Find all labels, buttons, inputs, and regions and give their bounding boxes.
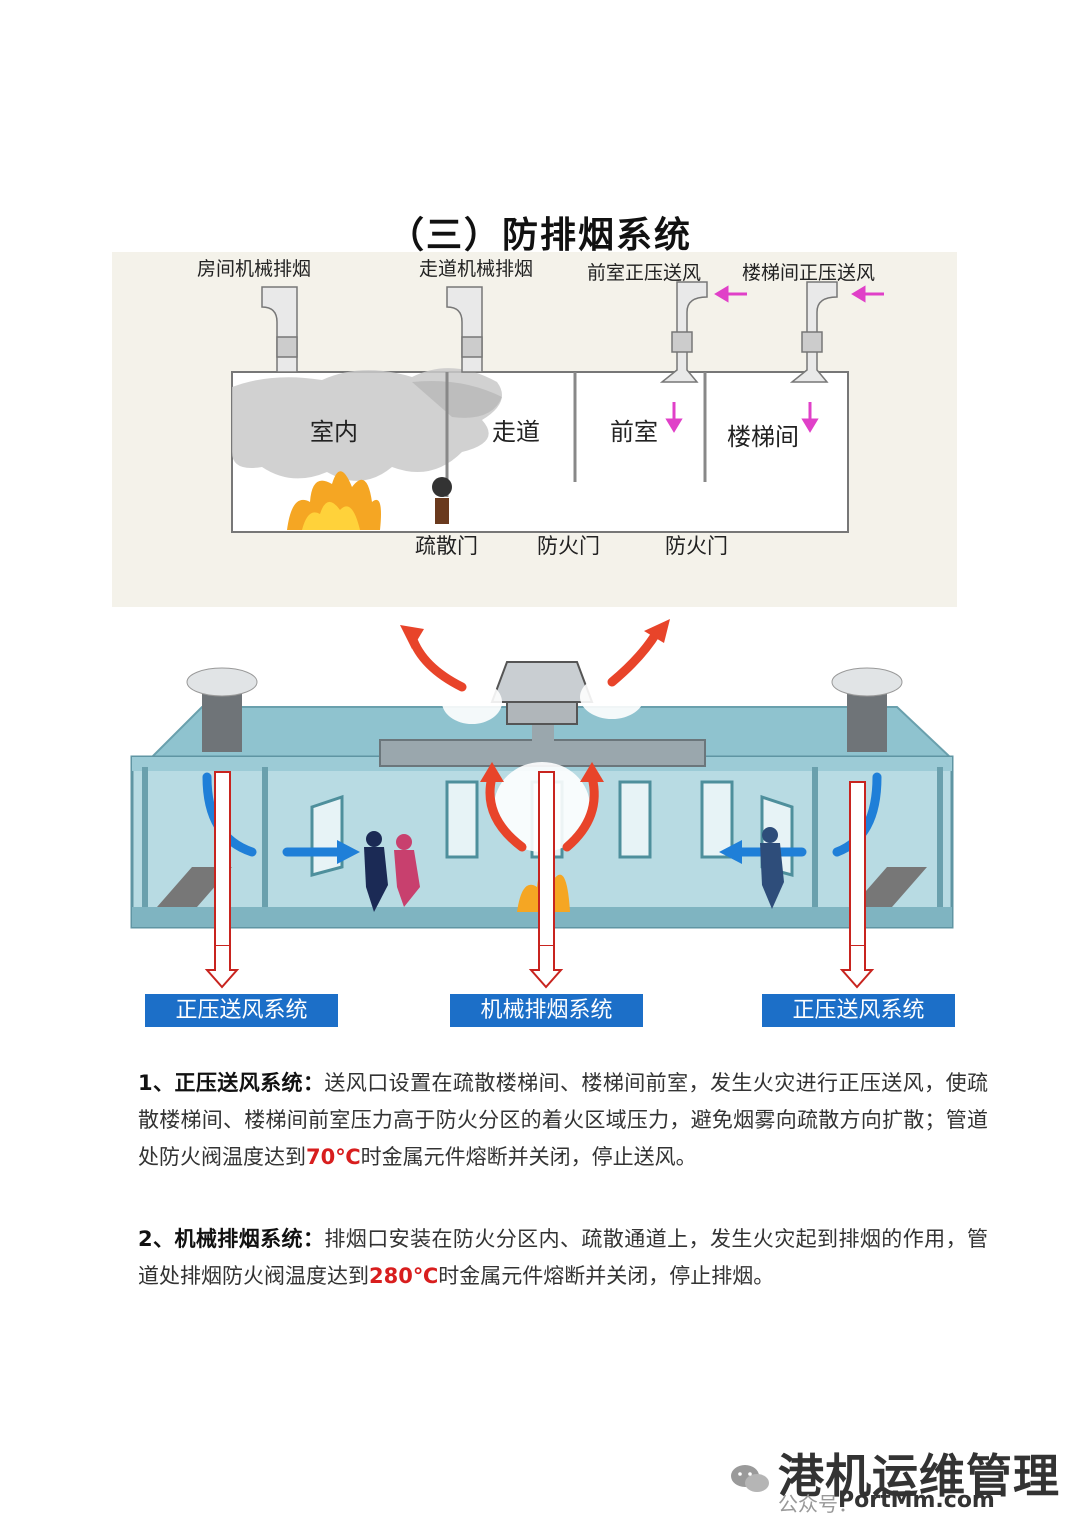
system-label-pressurization-right: 正压送风系统	[762, 994, 955, 1027]
paragraph-pressurization: 1、正压送风系统：送风口设置在疏散楼梯间、楼梯间前室，发生火灾进行正压送风，使疏…	[138, 1065, 988, 1176]
door-fire-1: 防火门	[537, 534, 600, 558]
smoke-control-schematic: 房间机械排烟 走道机械排烟 前室正压送风 楼梯间正压送风 室内 走道 前室 楼梯…	[112, 252, 957, 607]
footer-watermark: 港机运维管理 公众号： PortMm.com	[730, 1440, 1060, 1520]
paragraph-text: 送风口设置在疏散楼梯间、楼梯间前室，发生火灾进行正压送风，使疏散楼梯间、楼梯间前…	[138, 1071, 988, 1169]
system-arrows	[204, 945, 875, 989]
room-corridor: 走道	[492, 418, 540, 446]
room-indoor: 室内	[310, 418, 358, 446]
schematic-drawing	[231, 281, 884, 533]
paragraph-text-end: 时金属元件熔断并关闭，停止送风。	[360, 1145, 697, 1169]
paragraph-text-end: 时金属元件熔断并关闭，停止排烟。	[438, 1264, 775, 1288]
system-label-smoke-exhaust: 机械排烟系统	[450, 994, 643, 1027]
label-anteroom-supply: 前室正压送风	[587, 262, 702, 284]
door-fire-2: 防火门	[665, 534, 728, 558]
watermark-account: 公众号：	[778, 1492, 858, 1516]
paragraph-heading: 2、机械排烟系统：	[138, 1227, 325, 1251]
page-title: （三）防排烟系统	[387, 215, 692, 256]
watermark-url: PortMm.com	[838, 1488, 995, 1513]
watermark-brand: 港机运维管理	[778, 1449, 1060, 1503]
paragraph-heading: 1、正压送风系统：	[138, 1071, 325, 1095]
building-illustration	[112, 607, 957, 947]
paragraph-smoke-exhaust: 2、机械排烟系统：排烟口安装在防火分区内、疏散通道上，发生火灾起到排烟的作用，管…	[138, 1221, 988, 1295]
wechat-icon	[731, 1465, 769, 1492]
paragraph-text: 排烟口安装在防火分区内、疏散通道上，发生火灾起到排烟的作用，管道处排烟防火阀温度…	[138, 1227, 988, 1288]
building-drawing	[130, 619, 954, 947]
label-corridor-exhaust: 走道机械排烟	[419, 258, 534, 280]
room-stairwell: 楼梯间	[727, 423, 799, 451]
system-label-pressurization-left: 正压送风系统	[145, 994, 338, 1027]
temperature-highlight: 280℃	[369, 1264, 439, 1288]
label-room-exhaust: 房间机械排烟	[197, 258, 312, 280]
room-anteroom: 前室	[610, 418, 658, 446]
label-stairwell-supply: 楼梯间正压送风	[742, 262, 876, 284]
temperature-highlight: 70℃	[306, 1145, 361, 1169]
door-evacuation: 疏散门	[415, 534, 478, 558]
